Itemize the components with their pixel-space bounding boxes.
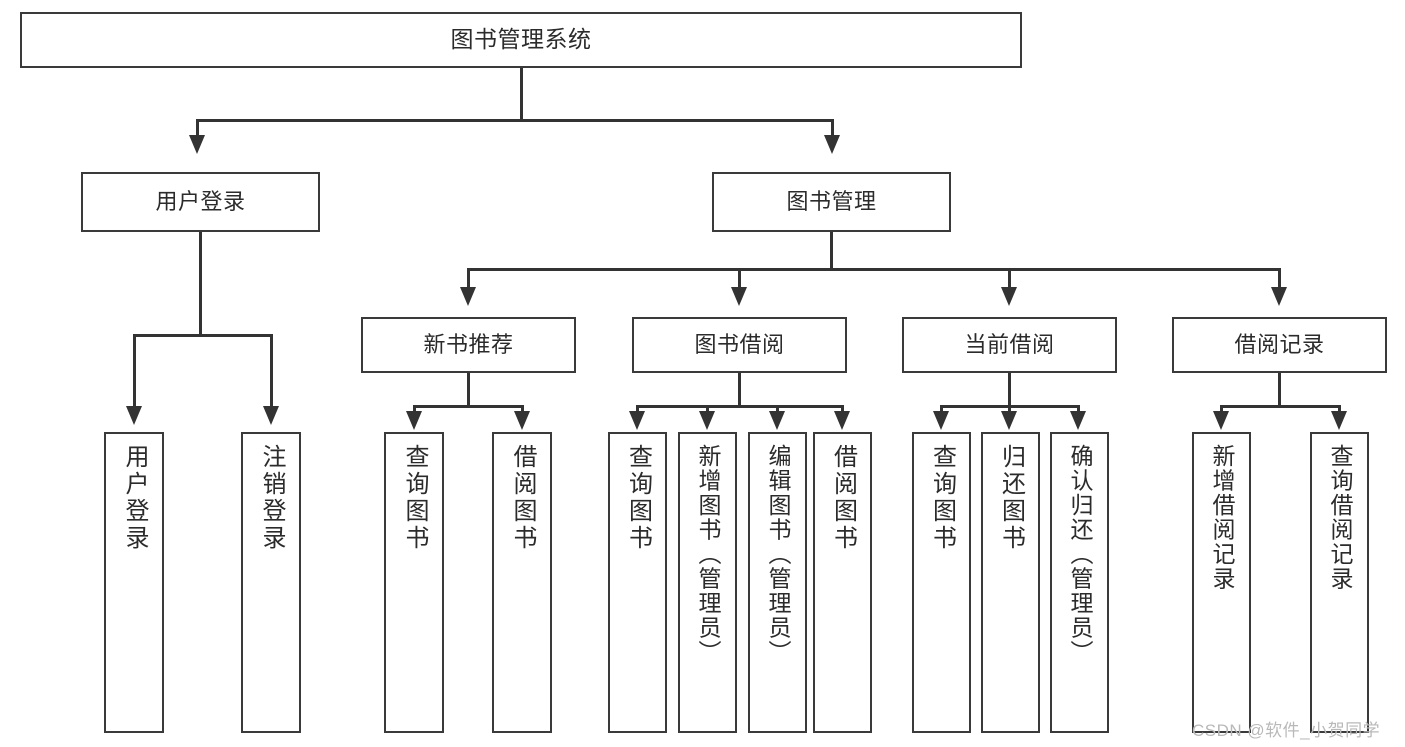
- node-new-book-recommend[interactable]: 新书推荐: [361, 317, 576, 373]
- leaf-newbook-borrow-book[interactable]: 借阅图书: [492, 432, 552, 733]
- node-current-borrow[interactable]: 当前借阅: [902, 317, 1117, 373]
- node-root-system[interactable]: 图书管理系统: [20, 12, 1022, 68]
- edge-login-bar: [133, 334, 273, 337]
- edge-login-to-leaf1: [133, 334, 136, 414]
- node-label: 归还图书: [997, 444, 1025, 552]
- edge-bookmgmt-to-l3-2: [738, 268, 741, 294]
- node-label: 确认归还（管理员）: [1067, 444, 1093, 665]
- leaf-bookborrow-add-book-admin[interactable]: 新增图书（管理员）: [678, 432, 737, 733]
- arrow-login-leaf2-icon: [263, 406, 279, 425]
- node-label: 查询图书: [624, 444, 652, 552]
- leaf-borrowrec-add-record[interactable]: 新增借阅记录: [1192, 432, 1251, 733]
- node-book-management[interactable]: 图书管理: [712, 172, 951, 232]
- arrow-curborrow-d3-icon: [1070, 411, 1086, 430]
- edge-root-bar: [196, 119, 834, 122]
- edge-borrowrec-bar: [1220, 405, 1340, 408]
- arrow-root-to-bookmgmt-icon: [824, 135, 840, 154]
- edge-newbook-bar: [413, 405, 524, 408]
- arrow-root-to-login-icon: [189, 135, 205, 154]
- edge-bookmgmt-stem: [830, 232, 833, 271]
- node-label: 用户登录: [155, 188, 246, 214]
- edge-bookmgmt-to-l3-4: [1278, 268, 1281, 294]
- node-label: 借阅图书: [509, 444, 536, 552]
- arrow-newbook-d1-icon: [406, 411, 422, 430]
- node-borrow-record[interactable]: 借阅记录: [1172, 317, 1387, 373]
- node-label: 新增图书（管理员）: [695, 444, 721, 665]
- edge-root-to-login: [196, 119, 199, 143]
- arrow-l3-1-icon: [460, 287, 476, 306]
- leaf-user-login[interactable]: 用户登录: [104, 432, 164, 733]
- edge-login-stem: [199, 232, 202, 336]
- node-label: 图书借阅: [694, 331, 785, 357]
- node-label: 图书管理: [786, 188, 877, 214]
- leaf-curborrow-return-book[interactable]: 归还图书: [981, 432, 1040, 733]
- edge-root-stem: [520, 68, 523, 120]
- node-label: 查询图书: [928, 444, 956, 552]
- arrow-l3-3-icon: [1001, 287, 1017, 306]
- edge-login-to-leaf2: [270, 334, 273, 414]
- node-label: 查询图书: [401, 444, 428, 552]
- node-label: 借阅图书: [829, 444, 857, 552]
- arrow-login-leaf1-icon: [126, 406, 142, 425]
- edge-newbook-stem: [467, 373, 470, 406]
- node-label: 新增借阅记录: [1209, 444, 1235, 591]
- leaf-borrowrec-query-record[interactable]: 查询借阅记录: [1310, 432, 1369, 733]
- node-label: 借阅记录: [1234, 331, 1325, 357]
- arrow-l3-2-icon: [731, 287, 747, 306]
- node-book-borrow[interactable]: 图书借阅: [632, 317, 847, 373]
- leaf-bookborrow-query-book[interactable]: 查询图书: [608, 432, 667, 733]
- edge-root-to-bookmgmt: [831, 119, 834, 143]
- edge-curborrow-stem: [1008, 373, 1011, 406]
- arrow-curborrow-d2-icon: [1001, 411, 1017, 430]
- leaf-curborrow-confirm-return-admin[interactable]: 确认归还（管理员）: [1050, 432, 1109, 733]
- edge-bookmgmt-to-l3-1: [467, 268, 470, 294]
- edge-bookborrow-bar: [636, 405, 843, 408]
- arrow-borrowrec-d2-icon: [1331, 411, 1347, 430]
- edge-bookmgmt-bar: [467, 268, 1280, 271]
- node-label: 当前借阅: [964, 331, 1055, 357]
- arrow-curborrow-d1-icon: [933, 411, 949, 430]
- arrow-bookborrow-d2-icon: [699, 411, 715, 430]
- leaf-curborrow-query-book[interactable]: 查询图书: [912, 432, 971, 733]
- node-label: 编辑图书（管理员）: [765, 444, 791, 665]
- edge-borrowrec-stem: [1278, 373, 1281, 406]
- node-label: 新书推荐: [423, 331, 514, 357]
- node-label: 注销登录: [258, 444, 285, 552]
- node-user-login[interactable]: 用户登录: [81, 172, 320, 232]
- edge-bookmgmt-to-l3-3: [1008, 268, 1011, 294]
- node-label: 查询借阅记录: [1327, 444, 1353, 591]
- edge-bookborrow-stem: [738, 373, 741, 406]
- leaf-bookborrow-edit-book-admin[interactable]: 编辑图书（管理员）: [748, 432, 807, 733]
- watermark-text: CSDN @软件_小贺同学: [1192, 721, 1381, 740]
- node-label: 图书管理系统: [450, 26, 592, 53]
- arrow-bookborrow-d3-icon: [769, 411, 785, 430]
- leaf-logout[interactable]: 注销登录: [241, 432, 301, 733]
- leaf-bookborrow-borrow-book[interactable]: 借阅图书: [813, 432, 872, 733]
- arrow-newbook-d2-icon: [514, 411, 530, 430]
- arrow-borrowrec-d1-icon: [1213, 411, 1229, 430]
- arrow-l3-4-icon: [1271, 287, 1287, 306]
- arrow-bookborrow-d1-icon: [629, 411, 645, 430]
- leaf-newbook-query-book[interactable]: 查询图书: [384, 432, 444, 733]
- arrow-bookborrow-d4-icon: [834, 411, 850, 430]
- node-label: 用户登录: [121, 444, 148, 552]
